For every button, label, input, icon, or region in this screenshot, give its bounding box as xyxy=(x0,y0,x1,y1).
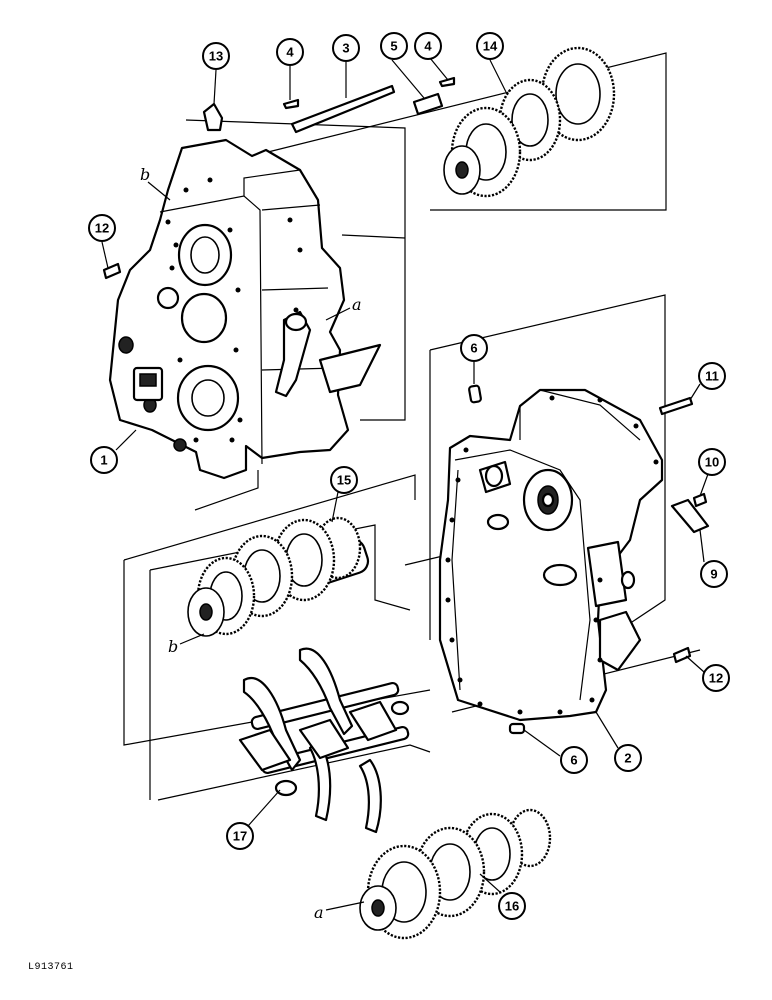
callout-12-left: 12 xyxy=(88,214,116,242)
callout-label: 9 xyxy=(710,567,717,582)
gear-set-lower-shaft xyxy=(359,808,552,940)
callout-1: 1 xyxy=(90,446,118,474)
callout-label: 5 xyxy=(390,39,397,54)
callout-10: 10 xyxy=(698,448,726,476)
gear-set-upper-countershaft xyxy=(443,46,616,198)
callout-11: 11 xyxy=(698,362,726,390)
callout-label: 11 xyxy=(705,369,719,384)
ref-letter-a-upper: a xyxy=(352,295,362,314)
callout-9: 9 xyxy=(700,560,728,588)
callout-2: 2 xyxy=(614,744,642,772)
callout-12-right: 12 xyxy=(702,664,730,692)
callout-label: 16 xyxy=(505,899,519,914)
callout-label: 13 xyxy=(209,49,223,64)
callout-4-right: 4 xyxy=(414,32,442,60)
callout-label: 1 xyxy=(100,453,107,468)
callout-3: 3 xyxy=(332,34,360,62)
ref-letter-b-upper: b xyxy=(140,165,150,184)
callout-13: 13 xyxy=(202,42,230,70)
callout-label: 4 xyxy=(286,45,294,60)
shift-fork-assembly xyxy=(238,647,410,834)
front-transmission-housing xyxy=(108,138,382,480)
callout-15: 15 xyxy=(330,466,358,494)
callout-17: 17 xyxy=(226,822,254,850)
rear-transmission-housing xyxy=(438,388,664,722)
callout-label: 12 xyxy=(709,671,723,686)
callout-label: 2 xyxy=(624,751,631,766)
callout-label: 15 xyxy=(337,473,351,488)
ref-letter-b-lower: b xyxy=(168,637,178,656)
callout-label: 17 xyxy=(233,829,247,844)
callout-5: 5 xyxy=(380,32,408,60)
callout-label: 12 xyxy=(95,221,109,236)
callout-label: 6 xyxy=(470,341,477,356)
callout-label: 4 xyxy=(424,39,432,54)
callout-6-lower: 6 xyxy=(560,746,588,774)
callout-leaders xyxy=(101,57,709,911)
callout-label: 14 xyxy=(483,39,498,54)
callout-label: 6 xyxy=(570,753,577,768)
callout-14: 14 xyxy=(476,32,504,60)
callout-label: 10 xyxy=(705,455,719,470)
callout-4-left: 4 xyxy=(276,38,304,66)
ref-letter-a-lower: a xyxy=(314,903,324,922)
callout-6-upper: 6 xyxy=(460,334,488,362)
callout-label: 3 xyxy=(342,41,349,56)
drawing-id: L913761 xyxy=(28,962,74,973)
small-parts xyxy=(102,76,710,735)
gear-set-mainshaft xyxy=(187,516,370,637)
callout-16: 16 xyxy=(498,892,526,920)
